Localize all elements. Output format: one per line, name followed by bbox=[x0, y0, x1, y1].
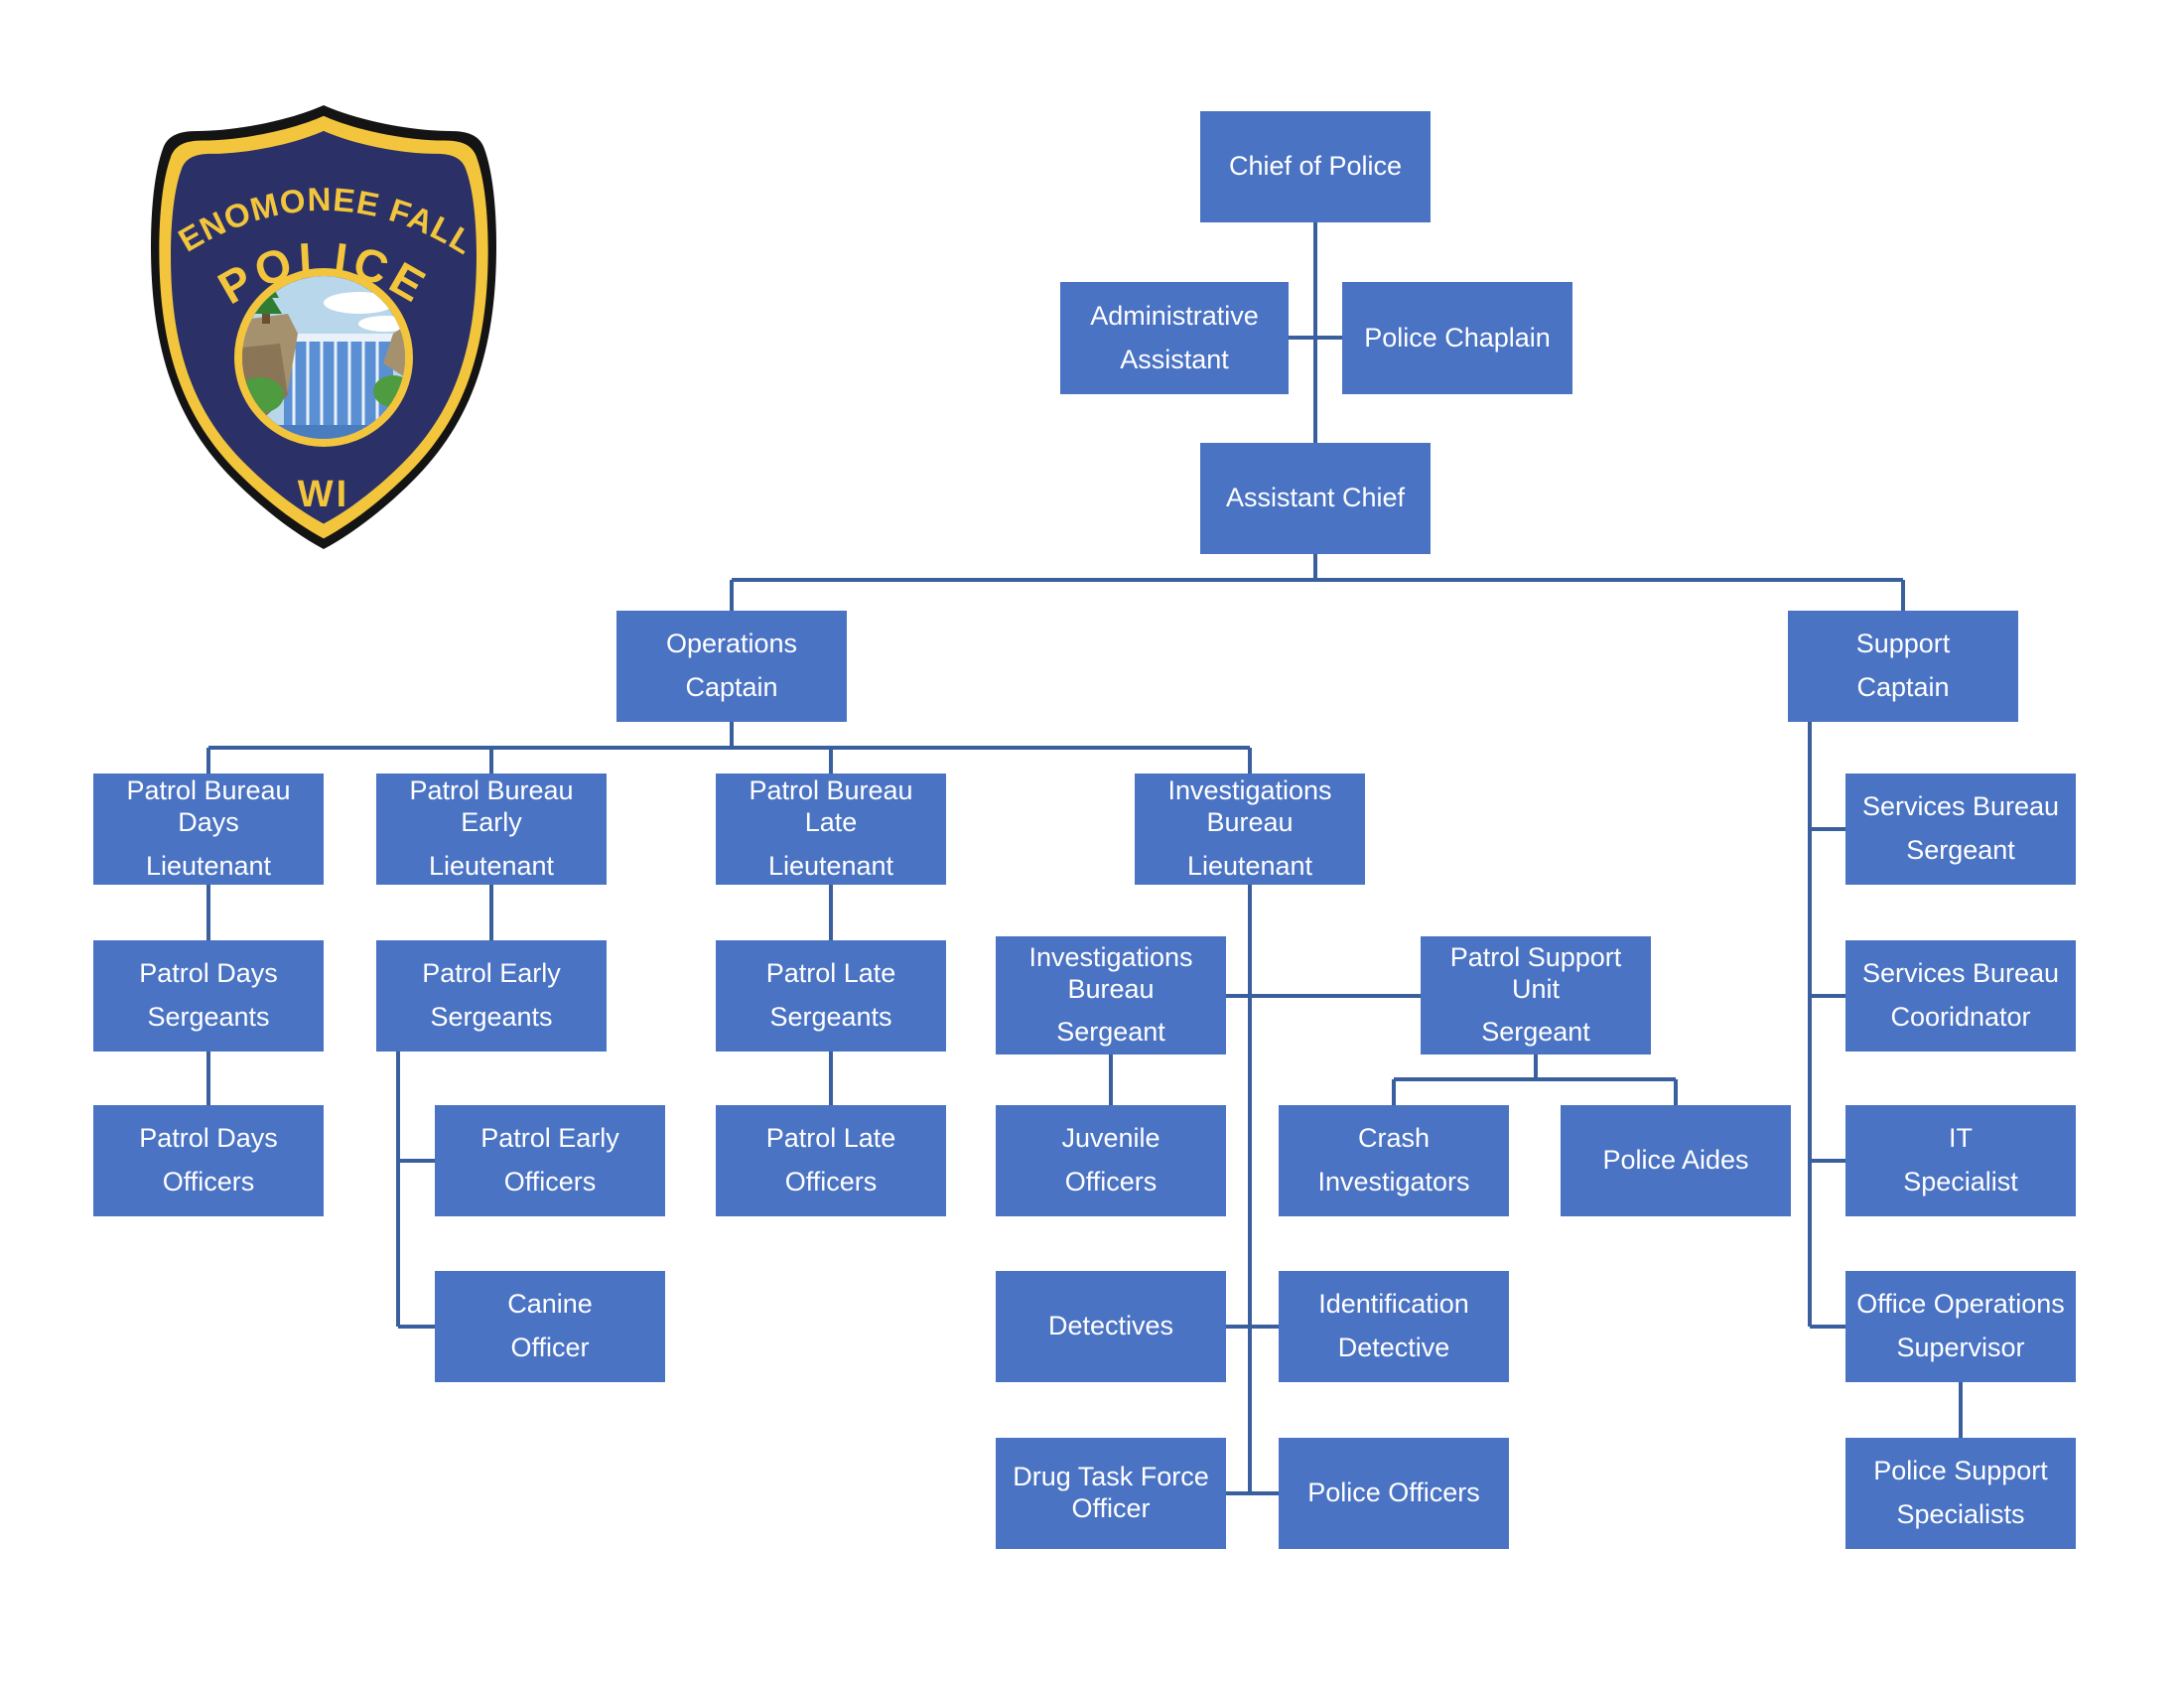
police-patch-logo: MENOMONEE FALLS POLICE WI bbox=[125, 68, 508, 557]
scene-rocks-right bbox=[383, 326, 405, 377]
administrative-assistant-label: Administrative bbox=[1090, 300, 1259, 331]
patrol-late-sergeants-label: Patrol Late bbox=[765, 958, 896, 989]
police-aides-label: Police Aides bbox=[1602, 1145, 1749, 1176]
chief-of-police-box: Chief of Police bbox=[1200, 111, 1431, 222]
police-patch: MENOMONEE FALLS POLICE WI bbox=[125, 68, 496, 549]
patrol-days-sergeants-label: Patrol Days bbox=[139, 958, 278, 989]
operations-captain-label: Operations bbox=[665, 629, 798, 659]
patch-circle-ring bbox=[234, 268, 413, 447]
assistant-chief-box: Assistant Chief bbox=[1200, 443, 1431, 554]
scene-cloud bbox=[324, 292, 395, 314]
patrol-bureau-days-lieutenant-label: Lieutenant bbox=[145, 850, 272, 881]
patrol-days-officers-label: Officers bbox=[162, 1167, 255, 1196]
patrol-early-officers-label: Patrol Early bbox=[480, 1123, 619, 1154]
office-operations-supervisor-label: Supervisor bbox=[1896, 1333, 2025, 1362]
crash-investigators-label: Crash bbox=[1357, 1123, 1431, 1154]
scene-waterfall-streaks bbox=[292, 340, 379, 439]
services-bureau-sergeant-label: Services Bureau bbox=[1861, 791, 2060, 822]
chief-of-police-label: Chief of Police bbox=[1228, 151, 1403, 182]
juvenile-officers-label: Juvenile bbox=[1061, 1123, 1160, 1154]
it-specialist-label: Specialist bbox=[1903, 1167, 2018, 1196]
patrol-support-unit-sergeant-label: Sergeant bbox=[1481, 1017, 1590, 1048]
patrol-days-sergeants-label: Sergeants bbox=[147, 1002, 270, 1032]
patrol-early-sergeants-label: Sergeants bbox=[430, 1002, 553, 1032]
police-officers-box: Police Officers bbox=[1279, 1438, 1509, 1549]
patrol-early-sergeants-label: Patrol Early bbox=[422, 958, 561, 989]
detectives-box: Detectives bbox=[996, 1271, 1226, 1382]
patrol-late-officers-label: Officers bbox=[784, 1167, 878, 1196]
services-bureau-sergeant-label: Sergeant bbox=[1906, 835, 2015, 865]
police-aides-box: Police Aides bbox=[1561, 1105, 1791, 1216]
office-operations-supervisor-label: Office Operations bbox=[1856, 1289, 2065, 1320]
operations-captain-label: Captain bbox=[685, 672, 778, 702]
patrol-bureau-early-lieutenant-label: Lieutenant bbox=[428, 850, 555, 881]
juvenile-officers-label: Officers bbox=[1064, 1167, 1158, 1196]
canine-officer-label: Canine bbox=[507, 1289, 593, 1320]
police-support-specialists-label: Police Support bbox=[1873, 1456, 2048, 1486]
investigations-bureau-sergeant-label: Sergeant bbox=[1056, 1017, 1165, 1048]
identification-detective-label: Identification bbox=[1318, 1289, 1469, 1320]
police-support-specialists-label: Specialists bbox=[1896, 1499, 2025, 1529]
police-chaplain-box: Police Chaplain bbox=[1342, 282, 1572, 394]
canine-officer-label: Officer bbox=[510, 1333, 590, 1362]
it-specialist-label: IT bbox=[1949, 1123, 1973, 1154]
investigations-bureau-lieutenant-label: Lieutenant bbox=[1186, 850, 1313, 881]
patch-state-text: WI bbox=[298, 474, 349, 515]
patrol-late-sergeants-label: Sergeants bbox=[769, 1002, 892, 1032]
administrative-assistant-label: Assistant bbox=[1120, 344, 1229, 374]
patrol-early-officers-label: Officers bbox=[503, 1167, 597, 1196]
patrol-days-officers-label: Patrol Days bbox=[139, 1123, 278, 1154]
patch-waterfall-scene bbox=[234, 268, 413, 447]
services-bureau-cooridnator-label: Cooridnator bbox=[1890, 1002, 2031, 1032]
patrol-late-officers-label: Patrol Late bbox=[765, 1123, 896, 1154]
support-captain-label: Captain bbox=[1856, 672, 1950, 702]
identification-detective-label: Detective bbox=[1337, 1333, 1450, 1362]
detectives-label: Detectives bbox=[1047, 1311, 1174, 1341]
scene-waterfall-brink bbox=[284, 334, 393, 342]
police-chaplain-label: Police Chaplain bbox=[1364, 322, 1551, 352]
assistant-chief-label: Assistant Chief bbox=[1225, 483, 1406, 513]
patrol-bureau-late-lieutenant-label: Lieutenant bbox=[767, 850, 894, 881]
support-captain-label: Support bbox=[1855, 629, 1951, 659]
police-officers-label: Police Officers bbox=[1307, 1477, 1480, 1508]
crash-investigators-label: Investigators bbox=[1317, 1167, 1470, 1196]
services-bureau-cooridnator-label: Services Bureau bbox=[1861, 958, 2060, 989]
it-specialist-box: IT Specialist bbox=[1845, 1105, 2076, 1216]
